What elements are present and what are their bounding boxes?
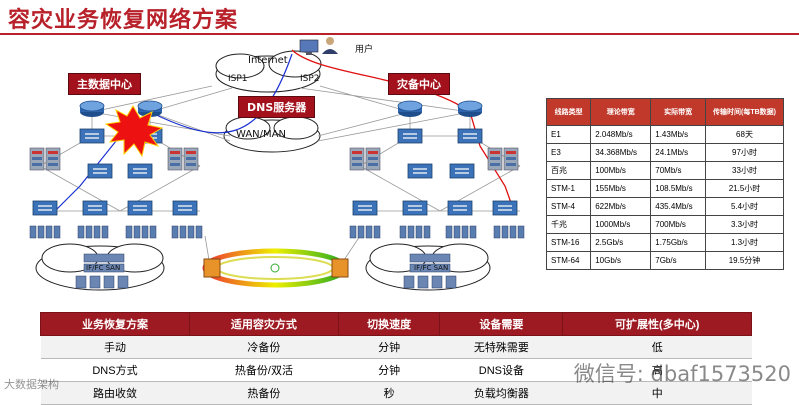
recovery-header: 适用容灾方式 bbox=[188, 312, 339, 336]
recovery-cell: 低 bbox=[562, 335, 752, 359]
bw-cell: 108.5Mb/s bbox=[650, 179, 706, 198]
bw-cell: 1.75Gb/s bbox=[650, 233, 706, 252]
isp1-label: ISP1 bbox=[228, 74, 248, 84]
bw-header: 线路类型 bbox=[545, 98, 592, 126]
recovery-cell: 冷备份 bbox=[189, 335, 339, 359]
bw-cell: 622Mb/s bbox=[590, 197, 652, 216]
recovery-cell: 手动 bbox=[40, 335, 190, 359]
bw-cell: 700Mb/s bbox=[650, 215, 706, 234]
bw-cell: 2.5Gb/s bbox=[590, 233, 652, 252]
bw-cell: 1000Mb/s bbox=[590, 215, 652, 234]
recovery-cell: 无特殊需要 bbox=[439, 335, 563, 359]
isp2-label: ISP2 bbox=[300, 74, 320, 84]
bw-cell: STM-4 bbox=[545, 197, 592, 216]
bw-cell: 155Mb/s bbox=[590, 179, 652, 198]
network-diagram bbox=[29, 37, 525, 291]
recovery-header: 业务恢复方案 bbox=[40, 312, 190, 336]
dns-server-label: DNS服务器 bbox=[238, 96, 316, 118]
recovery-cell: 负载均衡器 bbox=[439, 381, 563, 405]
user-label: 用户 bbox=[355, 45, 374, 55]
recovery-cell: 热备份/双活 bbox=[189, 358, 339, 382]
bw-header: 实际带宽 bbox=[650, 98, 706, 126]
recovery-cell: 分钟 bbox=[338, 335, 440, 359]
title-divider bbox=[0, 33, 799, 35]
internet-label: Internet bbox=[248, 55, 288, 66]
bw-cell: 1.3小时 bbox=[705, 233, 784, 252]
primary-dc-label: 主数据中心 bbox=[68, 73, 141, 95]
bw-cell: 100Mb/s bbox=[590, 161, 652, 180]
recovery-cell: 高 bbox=[562, 358, 752, 382]
watermark: 微信号: dbaf1573520 bbox=[573, 362, 791, 386]
bw-cell: 70Mb/s bbox=[650, 161, 706, 180]
bw-cell: 5.4小时 bbox=[705, 197, 784, 216]
bw-cell: STM-1 bbox=[545, 179, 592, 198]
internet-cloud bbox=[215, 50, 322, 93]
bw-cell: 34.368Mb/s bbox=[590, 143, 652, 162]
bw-cell: 7Gb/s bbox=[650, 251, 706, 270]
wan-cloud bbox=[223, 116, 321, 153]
recovery-header: 设备需要 bbox=[439, 312, 564, 336]
bw-cell: 435.4Mb/s bbox=[650, 197, 706, 216]
failure-burst-icon bbox=[104, 105, 164, 158]
san-right-label: IF/FC SAN bbox=[414, 264, 449, 272]
san-left-label: IF/FC SAN bbox=[86, 264, 121, 272]
user-computer-icon bbox=[299, 37, 338, 55]
bw-cell: 1.43Mb/s bbox=[650, 125, 706, 144]
bw-header: 传输时间(每TB数据) bbox=[705, 98, 784, 126]
bw-cell: 97小时 bbox=[705, 143, 784, 162]
bw-cell: STM-64 bbox=[545, 251, 592, 270]
bw-cell: E3 bbox=[545, 143, 592, 162]
recovery-header: 可扩展性(多中心) bbox=[562, 312, 752, 336]
bw-cell: 68天 bbox=[705, 125, 784, 144]
page-title: 容灾业务恢复网络方案 bbox=[8, 8, 239, 33]
bw-cell: 24.1Mb/s bbox=[650, 143, 706, 162]
backup-dc-label: 灾备中心 bbox=[388, 73, 450, 95]
bw-cell: 21.5小时 bbox=[705, 179, 784, 198]
recovery-cell: DNS设备 bbox=[439, 358, 563, 382]
bw-header: 理论带宽 bbox=[590, 98, 652, 126]
recovery-table: 业务恢复方案 适用容灾方式 切换速度 设备需要 可扩展性(多中心) 手动冷备份分… bbox=[40, 312, 752, 405]
bw-cell: 19.5分钟 bbox=[705, 251, 784, 270]
table-row: 手动冷备份分钟无特殊需要低 bbox=[40, 335, 752, 359]
table-row: 路由收敛热备份秒负载均衡器中 bbox=[40, 381, 752, 405]
bw-cell: 3.3小时 bbox=[705, 215, 784, 234]
bw-cell: 33小时 bbox=[705, 161, 784, 180]
bw-cell: 百兆 bbox=[545, 161, 592, 180]
recovery-cell: 秒 bbox=[338, 381, 440, 405]
watermark-small: 大数据架构 bbox=[4, 378, 59, 391]
bw-cell: STM-16 bbox=[545, 233, 592, 252]
dwdm-ring bbox=[202, 248, 349, 288]
recovery-cell: DNS方式 bbox=[40, 358, 190, 382]
recovery-cell: 路由收敛 bbox=[40, 381, 190, 405]
bw-cell: 10Gb/s bbox=[590, 251, 652, 270]
recovery-header: 切换速度 bbox=[337, 312, 441, 336]
recovery-cell: 热备份 bbox=[189, 381, 339, 405]
bw-cell: 千兆 bbox=[545, 215, 592, 234]
recovery-cell: 分钟 bbox=[338, 358, 440, 382]
bw-cell: 2.048Mb/s bbox=[590, 125, 652, 144]
bw-cell: E1 bbox=[545, 125, 592, 144]
wan-label: WAN/MAN bbox=[236, 129, 286, 140]
